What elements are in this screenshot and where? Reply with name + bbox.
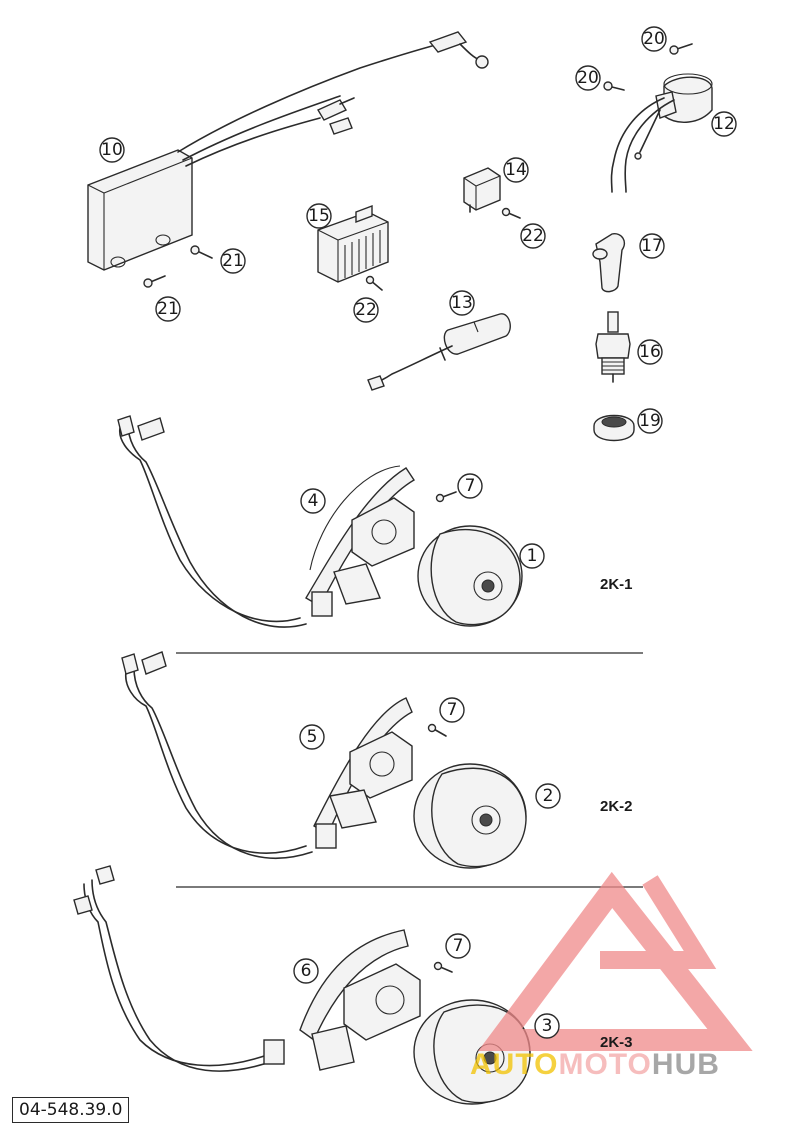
svg-text:5: 5 <box>307 727 318 747</box>
svg-text:21: 21 <box>157 299 179 319</box>
callout-15: 15 <box>306 203 332 229</box>
svg-text:14: 14 <box>505 160 527 180</box>
callout-16: 16 <box>637 339 663 365</box>
callout-10: 10 <box>99 137 125 163</box>
callout-7: 7 <box>457 473 483 499</box>
callout-22: 22 <box>353 297 379 323</box>
watermark-text-hub: HUB <box>652 1048 720 1081</box>
document-number: 04-548.39.0 <box>12 1097 130 1123</box>
svg-text:12: 12 <box>713 114 735 134</box>
callout-7: 7 <box>439 697 465 723</box>
svg-text:7: 7 <box>447 700 458 720</box>
svg-text:20: 20 <box>643 29 665 49</box>
callout-22: 22 <box>520 223 546 249</box>
svg-text:1: 1 <box>527 546 538 566</box>
svg-text:7: 7 <box>465 476 476 496</box>
spark-plug-cap <box>592 233 626 293</box>
svg-text:19: 19 <box>639 411 661 431</box>
callout-5: 5 <box>299 724 325 750</box>
callout-20: 20 <box>575 65 601 91</box>
stator-assembly-2k3 <box>73 865 421 1072</box>
svg-text:16: 16 <box>639 342 661 362</box>
callout-21: 21 <box>155 296 181 322</box>
callout-7: 7 <box>445 933 471 959</box>
callout-3: 3 <box>534 1013 560 1039</box>
callout-20: 20 <box>641 26 667 52</box>
callout-4: 4 <box>300 488 326 514</box>
automotohub-watermark: AUTOMOTOHUB <box>470 871 753 1081</box>
svg-text:15: 15 <box>308 206 330 226</box>
cdi-screw <box>143 245 213 288</box>
callout-6: 6 <box>293 958 319 984</box>
svg-text:10: 10 <box>101 140 123 160</box>
sealing-ring <box>593 414 635 442</box>
svg-text:22: 22 <box>522 226 544 246</box>
svg-text:7: 7 <box>453 936 464 956</box>
stator-assembly-2k1 <box>117 415 415 628</box>
variant-label-2k1: 2K-1 <box>600 576 633 593</box>
callout-14: 14 <box>503 157 529 183</box>
stator-assembly-2k2 <box>121 651 413 859</box>
voltage-regulator <box>317 204 389 283</box>
svg-text:13: 13 <box>451 293 473 313</box>
callout-1: 1 <box>519 543 545 569</box>
rotor-2k1 <box>417 525 523 627</box>
callout-21: 21 <box>220 248 246 274</box>
relay <box>463 167 501 213</box>
svg-text:17: 17 <box>641 236 663 256</box>
sensor <box>367 313 511 391</box>
ignition-coil <box>610 73 713 193</box>
rotor-2k2 <box>413 763 527 869</box>
cdi-unit <box>87 31 489 271</box>
svg-text:4: 4 <box>308 491 319 511</box>
callout-13: 13 <box>449 290 475 316</box>
callout-17: 17 <box>639 233 665 259</box>
watermark-text-moto: MOTO <box>558 1048 651 1081</box>
variant-label-2k3: 2K-3 <box>600 1034 633 1051</box>
svg-text:3: 3 <box>542 1016 553 1036</box>
variant-label-2k2: 2K-2 <box>600 798 633 815</box>
watermark-text-auto: AUTO <box>470 1048 558 1081</box>
callout-19: 19 <box>637 408 663 434</box>
svg-text:6: 6 <box>301 961 312 981</box>
spark-plug <box>595 311 631 383</box>
svg-text:AUTOMOTOHUB: AUTOMOTOHUB <box>470 1048 720 1081</box>
svg-text:20: 20 <box>577 68 599 88</box>
svg-text:22: 22 <box>355 300 377 320</box>
callout-2: 2 <box>535 783 561 809</box>
callout-12: 12 <box>711 111 737 137</box>
svg-text:2: 2 <box>543 786 554 806</box>
svg-text:21: 21 <box>222 251 244 271</box>
